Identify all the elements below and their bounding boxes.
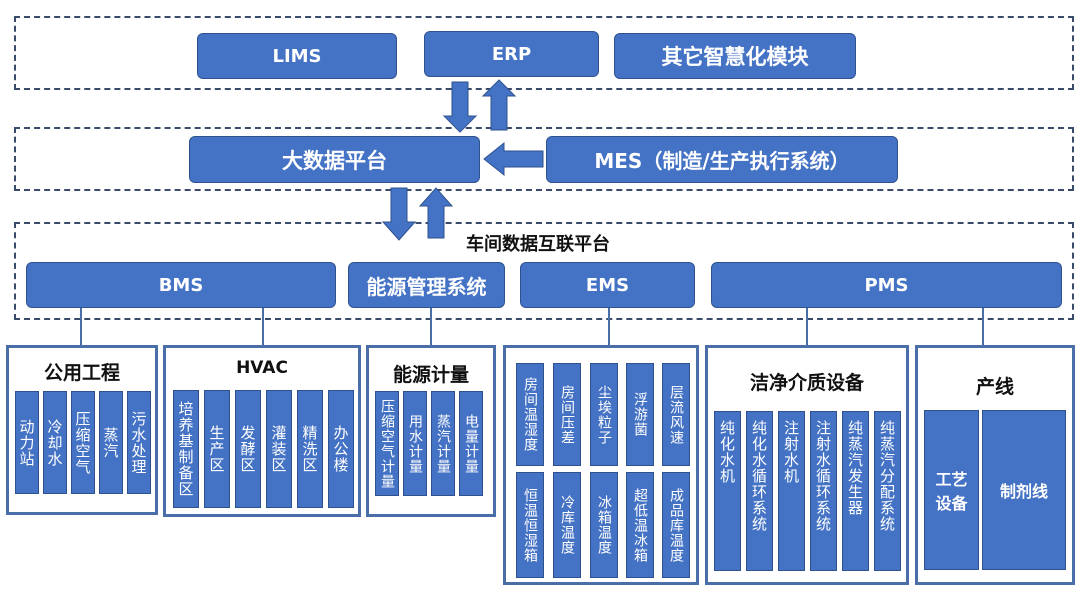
erp-up-arrow xyxy=(481,79,517,131)
connector xyxy=(430,308,432,346)
bigdata-down-arrow xyxy=(381,187,417,241)
platform-label: 车间数据互联平台 xyxy=(466,234,610,255)
process-equipment-box: 工艺设备 xyxy=(924,410,979,570)
clean-media-item: 注射水循环系统 xyxy=(810,411,837,571)
connector xyxy=(806,308,808,346)
hvac-item: 精洗区 xyxy=(297,390,323,508)
ems-item: 尘埃粒子 xyxy=(590,363,618,466)
ems-item: 超低温冰箱 xyxy=(626,472,654,578)
ems-item: 房间压差 xyxy=(553,363,581,466)
ems-item: 恒温恒湿箱 xyxy=(516,472,544,578)
utility-item: 冷却水 xyxy=(43,391,67,494)
ems-item: 成品库温度 xyxy=(662,472,690,578)
erp-box: ERP xyxy=(424,31,599,77)
energy-metering-item: 用水计量 xyxy=(403,391,427,496)
clean-media-item: 纯化水机 xyxy=(714,411,741,571)
bigdata-up-arrow xyxy=(418,187,454,239)
clean-media-title: 洁净介质设备 xyxy=(749,372,864,394)
other-modules-box: 其它智慧化模块 xyxy=(614,33,856,79)
ems-box: EMS xyxy=(520,262,695,308)
utility-item: 动力站 xyxy=(15,391,39,494)
utility-item: 压缩空气 xyxy=(71,391,95,494)
bigdata-platform-box: 大数据平台 xyxy=(189,136,480,183)
energy-metering-title: 能源计量 xyxy=(392,364,469,386)
clean-media-item: 纯化水循环系统 xyxy=(746,411,773,571)
utility-panel: 公用工程 动力站 冷却水 压缩空气 蒸汽 污水处理 xyxy=(6,345,158,515)
energy-metering-panel: 能源计量 压缩空气计量 用水计量 蒸汽计量 电量计量 xyxy=(366,345,496,517)
production-line-title: 产线 xyxy=(975,376,1014,398)
middle-layer-group xyxy=(14,127,1074,191)
lims-box: LIMS xyxy=(197,33,397,79)
formulation-line-box: 制剂线 xyxy=(982,410,1066,570)
erp-down-arrow xyxy=(442,81,478,133)
clean-media-item: 纯蒸汽发生器 xyxy=(842,411,869,571)
ems-panel: 房间温湿度 房间压差 尘埃粒子 浮游菌 层流风速 恒温恒湿箱 冷库温度 冰箱温度… xyxy=(503,345,699,585)
connector xyxy=(982,308,984,346)
energy-metering-item: 蒸汽计量 xyxy=(431,391,455,496)
hvac-panel: HVAC 培养基制备区 生产区 发酵区 灌装区 精洗区 办公楼 xyxy=(163,345,361,517)
hvac-item: 发酵区 xyxy=(235,390,261,508)
clean-media-panel: 洁净介质设备 纯化水机 纯化水循环系统 注射水机 注射水循环系统 纯蒸汽发生器 … xyxy=(705,345,909,585)
production-line-panel: 产线 工艺设备 制剂线 xyxy=(915,345,1075,585)
ems-item: 冰箱温度 xyxy=(590,472,618,578)
ems-item: 冷库温度 xyxy=(553,472,581,578)
pms-box: PMS xyxy=(711,262,1062,308)
clean-media-item: 纯蒸汽分配系统 xyxy=(874,411,901,571)
ems-item: 层流风速 xyxy=(662,363,690,466)
top-layer-group xyxy=(14,16,1074,90)
connector xyxy=(80,308,82,346)
platform-layer-group xyxy=(14,222,1074,320)
connector xyxy=(262,308,264,346)
energy-metering-item: 电量计量 xyxy=(459,391,483,496)
hvac-item: 灌装区 xyxy=(266,390,292,508)
utility-item: 蒸汽 xyxy=(99,391,123,494)
ems-item: 房间温湿度 xyxy=(516,363,544,466)
mes-to-bigdata-arrow xyxy=(483,141,544,177)
ems-item: 浮游菌 xyxy=(626,363,654,466)
mes-box: MES（制造/生产执行系统） xyxy=(546,136,898,183)
hvac-item: 生产区 xyxy=(204,390,230,508)
energy-management-box: 能源管理系统 xyxy=(348,262,505,308)
connector xyxy=(608,308,610,346)
energy-metering-item: 压缩空气计量 xyxy=(375,391,399,496)
hvac-title: HVAC xyxy=(236,358,288,378)
hvac-item: 培养基制备区 xyxy=(173,390,199,508)
bms-box: BMS xyxy=(26,262,336,308)
utility-item: 污水处理 xyxy=(127,391,151,494)
utility-title: 公用工程 xyxy=(43,362,120,384)
clean-media-item: 注射水机 xyxy=(778,411,805,571)
hvac-item: 办公楼 xyxy=(328,390,354,508)
